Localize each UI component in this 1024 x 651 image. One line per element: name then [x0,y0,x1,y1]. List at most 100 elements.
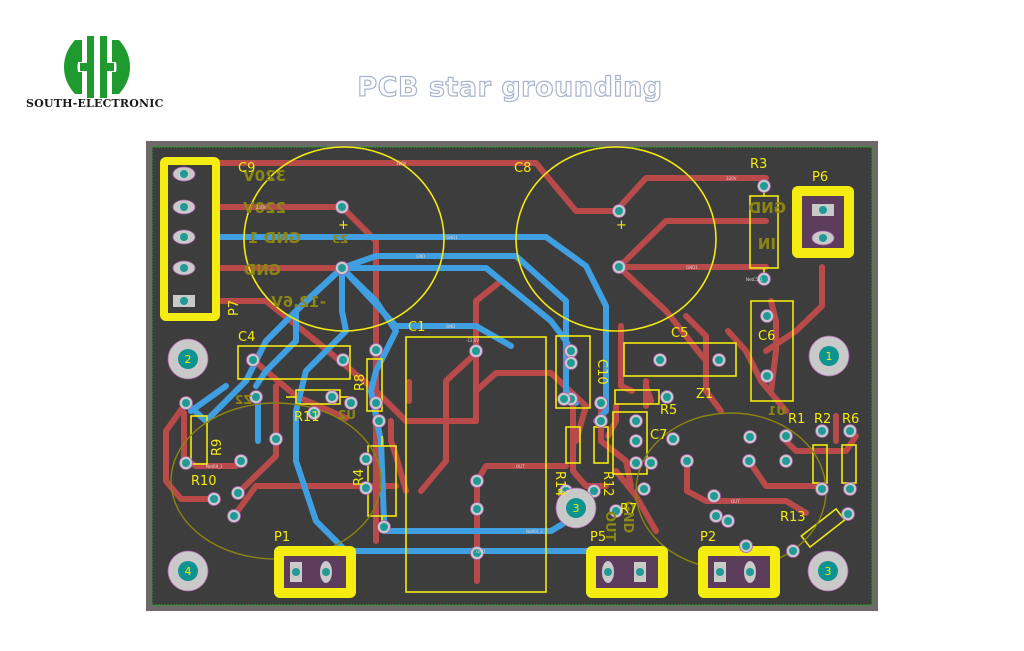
brand-name: SOUTH-ELECTRONIC [26,97,164,110]
pad [707,489,721,503]
pad [269,432,283,446]
pad [714,562,726,582]
designators: C9 C8 R3 P6 P7 C4 C1 R8 C10 C5 C6 R11 R9… [191,157,859,545]
pad [246,353,260,367]
pad [307,406,321,420]
pad [179,396,193,410]
designator-c6: C6 [758,329,775,344]
pad [634,562,646,582]
designator-c9: C9 [238,161,255,176]
pad [172,166,196,182]
net-label: GND [446,324,455,329]
c9-outline [243,146,445,332]
pad [470,502,484,516]
pad [372,414,386,428]
pad [680,454,694,468]
net-labels: 320V 320V 220V GND1 GND1 GND GND GND -12… [206,161,763,554]
pad [743,430,757,444]
c6-outline [750,300,794,402]
designator-r4: R4 [352,469,367,486]
pcb-board: 2 1 3 4 3 320V 220V GND 1 GND -12.6V GND IN … [146,141,878,611]
pad [172,199,196,215]
net-label: 320V [396,161,407,166]
pad [172,229,196,245]
pad [612,260,626,274]
label-p5-gnd: GND [620,501,635,534]
bottom-layer-text: 320V 220V GND 1 GND -12.6V GND IN Z2 U2 … [235,167,786,542]
designator-c1: C1 [408,320,425,335]
pad [470,474,484,488]
label-gnd1: GND 1 [248,229,301,247]
pad [757,272,771,286]
designator-p6: P6 [812,170,828,185]
pad [564,356,578,370]
net-label: NetR4_2 [526,529,543,534]
pad [811,230,835,246]
mounting-hole-4: 4 [167,550,209,592]
pads [172,166,857,583]
designator-r9: R9 [210,439,225,456]
designator-c10: C10 [594,359,609,385]
pad [815,482,829,496]
pad [744,561,756,583]
designator-r2: R2 [814,412,831,427]
pad [629,414,643,428]
net-label: 220V [256,205,267,210]
pad [653,353,667,367]
c1-outline [405,336,547,593]
pad [335,261,349,275]
label-z3: Z3 [332,233,348,246]
pad [344,396,358,410]
pad [594,414,608,428]
pad [470,546,484,560]
designator-c4: C4 [238,330,255,345]
label-p6-gnd: GND [749,199,786,217]
mounting-holes: 2 1 3 4 3 [167,335,850,592]
pad [666,432,680,446]
designator-c8: C8 [514,161,531,176]
r5-outline [614,389,660,405]
label-z2: Z2 [235,393,252,407]
designator-p2: P2 [700,530,716,545]
mounting-hole-3a: 3 [555,487,597,529]
net-label: GND [476,549,485,554]
designator-c7: C7 [650,428,667,443]
mounting-hole-label: 2 [185,353,192,366]
c10-outline [555,335,591,409]
page-title: PCB star grounding [357,71,663,103]
pad [249,390,263,404]
net-label: -12.6V [466,338,479,343]
c5-outline [623,342,737,377]
pad [336,353,350,367]
mounting-hole-label: 4 [185,565,192,578]
c4-outline [237,345,351,380]
net-label: OUT [516,464,525,469]
pad [742,454,756,468]
pad [359,452,373,466]
designator-r1: R1 [788,412,805,427]
designator-r8: R8 [353,374,368,391]
pad [369,396,383,410]
net-label: NetR9_1 [206,464,223,469]
pad [325,390,339,404]
c8-polarity-mark: + [616,218,627,233]
r9-outline [190,415,208,465]
pad [760,309,774,323]
mounting-hole-2: 2 [167,338,209,380]
pad [637,482,651,496]
pad [779,454,793,468]
connector-p6 [792,186,854,258]
mounting-hole-label: 3 [825,565,832,578]
pad [377,520,391,534]
label-gnd: GND [244,261,281,279]
south-electronic-logo [64,36,130,98]
designator-r12: R12 [600,471,615,497]
pad [173,295,195,307]
pad [760,369,774,383]
pad [227,509,241,523]
net-label: GND [416,254,425,259]
designator-r7: R7 [620,502,637,517]
mounting-hole-1: 1 [808,335,850,377]
pad [369,343,383,357]
c9-polarity-mark: + [338,218,349,233]
